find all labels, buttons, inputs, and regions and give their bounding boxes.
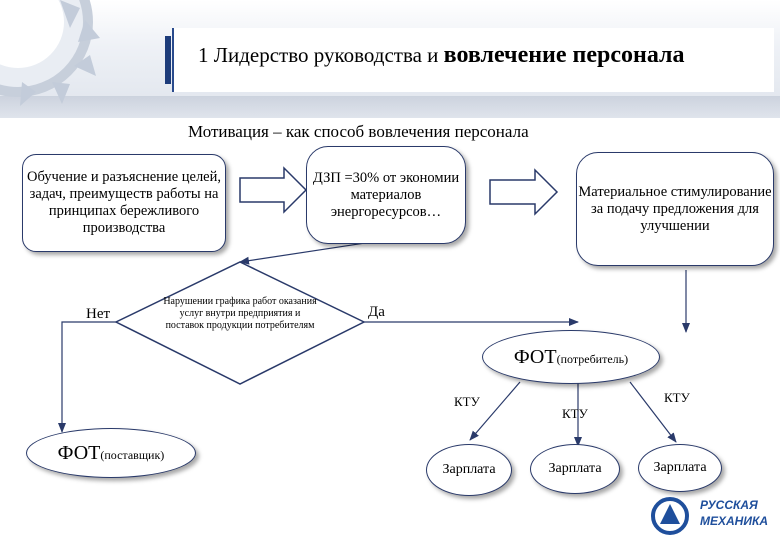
salary-text-3: Зарплата xyxy=(653,460,707,475)
logo-mark-icon xyxy=(651,497,689,535)
training-box: Обучение и разъяснение целей, задач, пре… xyxy=(22,154,226,252)
company-logo: РУССКАЯ МЕХАНИКА xyxy=(650,492,778,538)
title-accent-bar xyxy=(165,36,171,84)
decision-text: Нарушении графика работ оказания услуг в… xyxy=(163,296,317,331)
page-title: 1 Лидерство руководства и вовлечение пер… xyxy=(198,42,685,69)
fot-supplier-ellipse: ФОТ(поставщик) xyxy=(26,428,196,478)
fot-supplier-main: ФОТ xyxy=(57,441,101,464)
label-yes: Да xyxy=(368,304,385,320)
label-ktu-2: КТУ xyxy=(562,406,588,421)
title-bold: вовлечение персонала xyxy=(443,42,685,68)
salary-ellipse-2: Зарплата xyxy=(530,444,620,494)
logo-line-1: РУССКАЯ xyxy=(700,498,758,512)
fot-supplier-sub: (поставщик) xyxy=(100,448,165,462)
decision-diamond xyxy=(114,261,366,385)
salary-ellipse-1: Зарплата xyxy=(426,444,512,496)
label-no: Нет xyxy=(86,306,111,322)
diagram-subtitle: Мотивация – как способ вовлечения персон… xyxy=(188,122,529,141)
title-box: 1 Лидерство руководства и вовлечение пер… xyxy=(165,28,774,92)
header-shadow xyxy=(0,96,780,118)
label-ktu-3: КТУ xyxy=(664,390,690,405)
block-arrow-1 xyxy=(239,166,308,214)
logo-line-2: МЕХАНИКА xyxy=(700,514,769,528)
block-arrow-2 xyxy=(489,168,559,216)
fot-consumer-ellipse: ФОТ(потребитель) xyxy=(482,330,660,384)
material-incentive-text: Материальное стимулирование за подачу пр… xyxy=(578,183,772,234)
label-ktu-1: КТУ xyxy=(454,394,480,409)
title-regular: 1 Лидерство руководства и xyxy=(198,43,444,67)
dzp-text: ДЗП =30% от экономии материалов энергоре… xyxy=(312,169,460,220)
salary-ellipse-3: Зарплата xyxy=(638,444,722,492)
gear-logo-graphic xyxy=(0,0,100,106)
dzp-box: ДЗП =30% от экономии материалов энергоре… xyxy=(306,146,466,244)
fot-consumer-main: ФОТ xyxy=(513,345,557,368)
salary-text-1: Зарплата xyxy=(442,462,496,477)
salary-text-2: Зарплата xyxy=(548,461,602,476)
fot-consumer-sub: (потребитель) xyxy=(556,352,629,366)
material-incentive-box: Материальное стимулирование за подачу пр… xyxy=(576,152,774,266)
training-text: Обучение и разъяснение целей, задач, пре… xyxy=(26,169,222,236)
